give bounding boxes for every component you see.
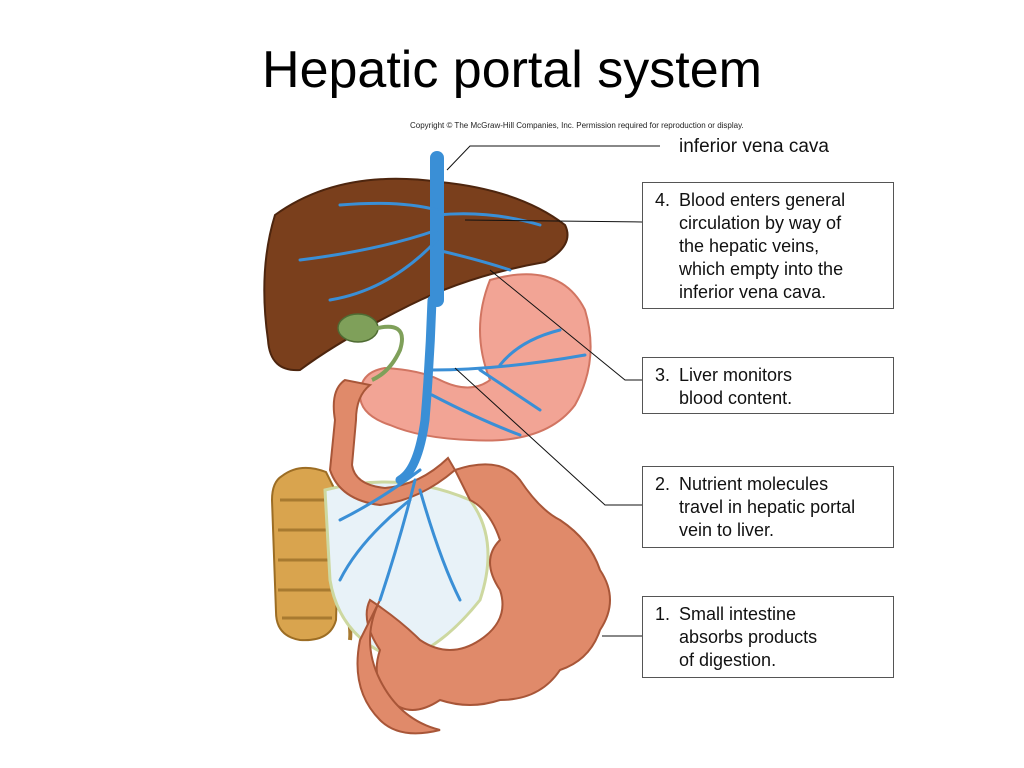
small-intestine: [356, 463, 611, 735]
slide-title: Hepatic portal system: [262, 41, 762, 99]
step-text: Liver monitors blood content.: [679, 365, 793, 408]
duodenum: [328, 378, 457, 507]
step-text: Blood enters general circulation by way …: [679, 190, 846, 302]
stomach: [358, 273, 592, 442]
step-number: 1.: [655, 604, 671, 624]
copyright-notice: Copyright © The McGraw-Hill Companies, I…: [410, 121, 744, 130]
callout-step-3: 3. Liver monitors blood content.: [642, 357, 894, 414]
callout-step-1: 1. Small intestine absorbs products of d…: [642, 596, 894, 678]
blood-vessels: [298, 151, 587, 602]
step-text: Small intestine absorbs products of dige…: [679, 604, 818, 670]
step-text: Nutrient molecules travel in hepatic por…: [679, 474, 856, 540]
callout-step-2: 2. Nutrient molecules travel in hepatic …: [642, 466, 894, 548]
large-intestine: [270, 466, 353, 642]
callout-step-4: 4. Blood enters general circulation by w…: [642, 182, 894, 309]
step-number: 4.: [655, 190, 671, 210]
leader-lines: [446, 145, 660, 637]
step-number: 3.: [655, 365, 671, 385]
step-number: 2.: [655, 474, 671, 494]
ivc-label: inferior vena cava: [679, 136, 829, 157]
